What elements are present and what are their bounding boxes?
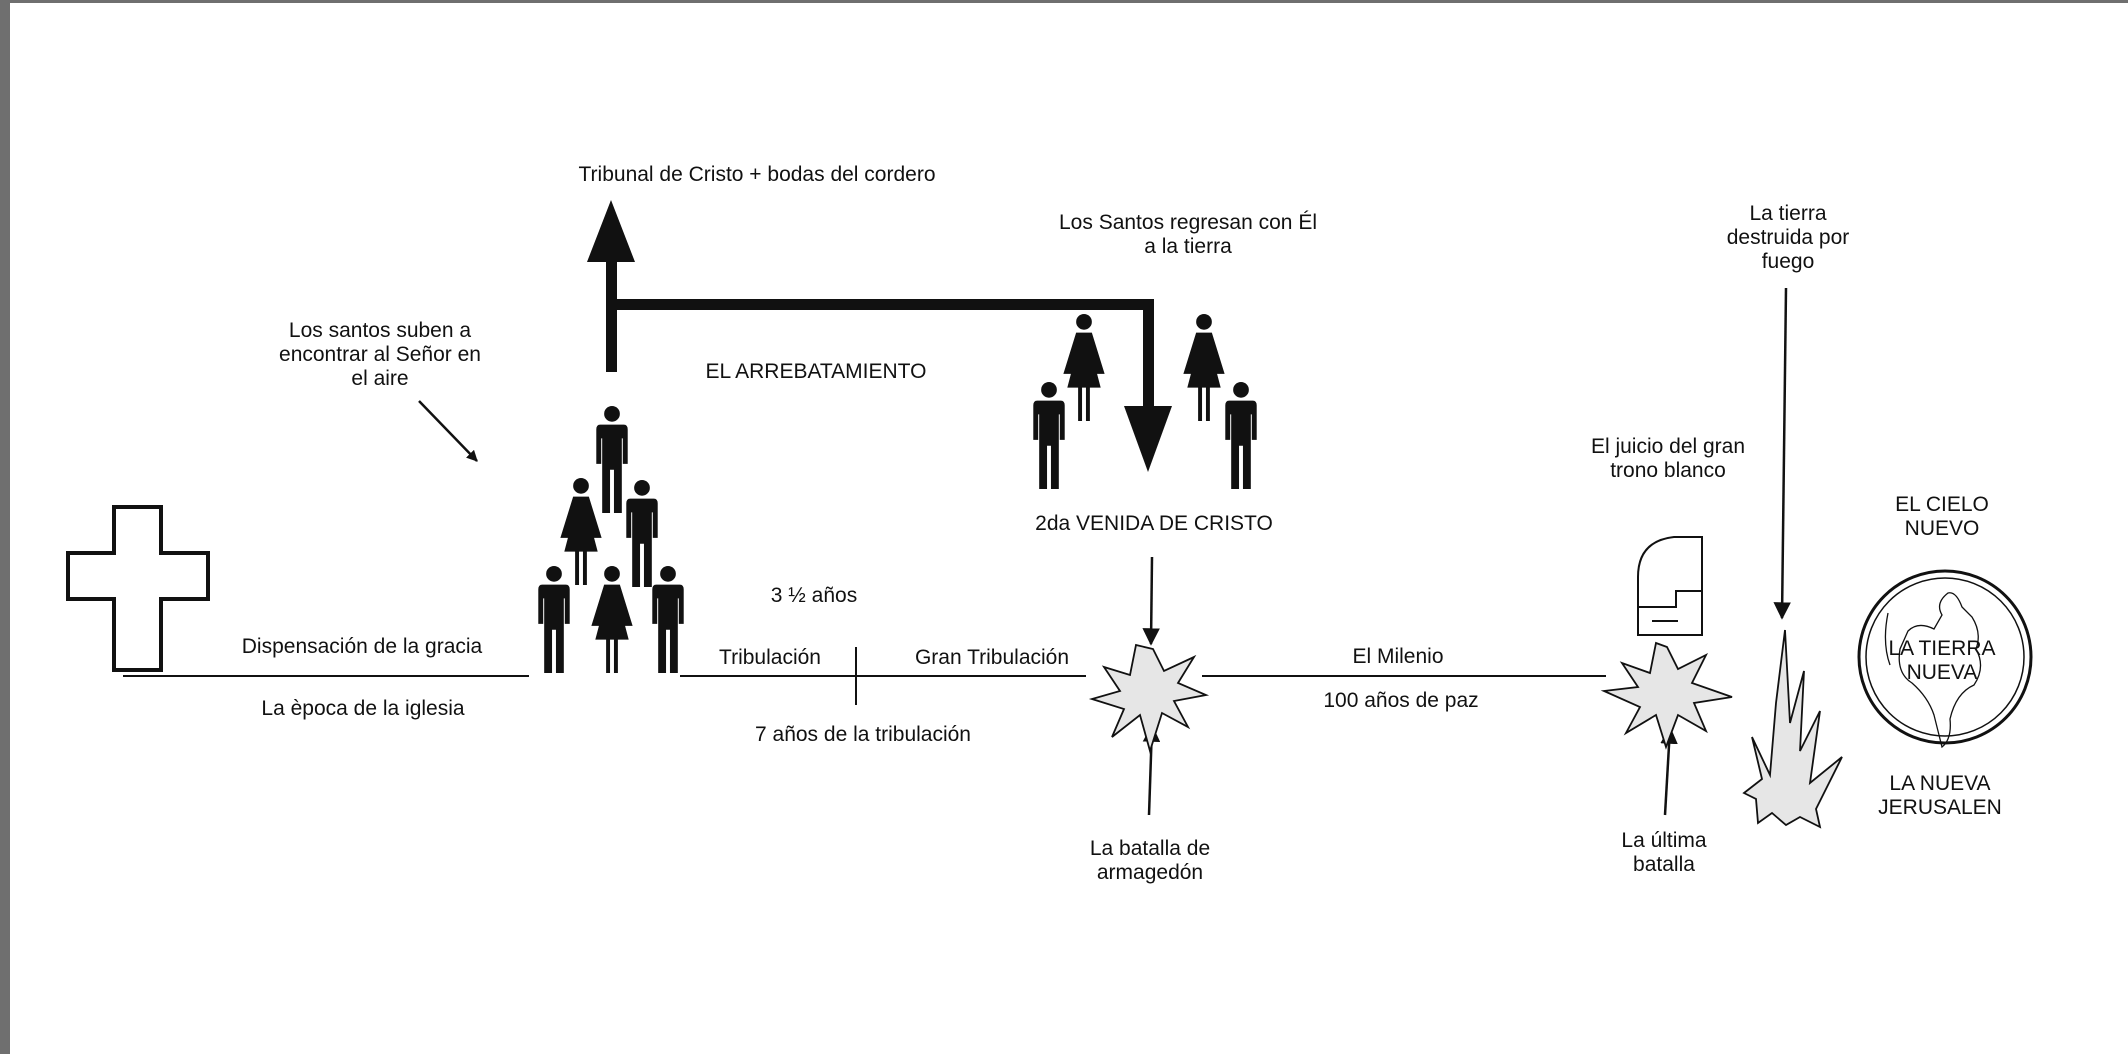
dispensacion-label: Dispensación de la gracia xyxy=(241,635,483,658)
earth-globe-icon xyxy=(1857,569,2033,749)
cien-anos-label: 100 años de paz xyxy=(1323,689,1479,712)
tribulacion-label: Tribulación xyxy=(719,646,821,669)
santos-suben-label: Los santos suben a encontrar al Señor en… xyxy=(279,319,481,390)
batalla-armagedon-label: La batalla de armagedón xyxy=(1089,837,1211,884)
diagram-page: Tribunal de Cristo + bodas del cordero L… xyxy=(10,3,2128,1054)
epoca-iglesia-label: La època de la iglesia xyxy=(261,697,465,720)
tribunal-label: Tribunal de Cristo + bodas del cordero xyxy=(578,163,936,186)
rapture-arrow xyxy=(587,200,1172,472)
santos-regresan-label: Los Santos regresan con Él a la tierra xyxy=(1059,211,1317,258)
last-battle-explosion-icon xyxy=(1600,641,1733,750)
people-group-icon xyxy=(538,405,684,673)
tres-anos-label: 3 ½ años xyxy=(770,584,858,607)
armageddon-explosion-icon xyxy=(1088,643,1210,755)
throne-icon xyxy=(1637,536,1703,636)
cross-icon xyxy=(66,505,210,672)
ultima-batalla-label: La última batalla xyxy=(1621,829,1707,876)
timeline-diagram xyxy=(66,200,2033,829)
timeline-line xyxy=(123,647,1606,705)
gran-tribulacion-label: Gran Tribulación xyxy=(914,646,1070,669)
tierra-nueva-label: LA TIERRA NUEVA xyxy=(1888,637,1996,684)
nueva-jerusalen-label: LA NUEVA JERUSALEN xyxy=(1878,772,2002,819)
arrebatamiento-label: EL ARREBATAMIENTO xyxy=(705,360,927,383)
juicio-trono-label: El juicio del gran trono blanco xyxy=(1590,435,1746,482)
siete-anos-label: 7 años de la tribulación xyxy=(755,723,971,746)
tierra-destruida-label: La tierra destruida por fuego xyxy=(1726,202,1850,273)
fire-icon xyxy=(1742,629,1843,829)
cielo-nuevo-label: EL CIELO NUEVO xyxy=(1895,493,1989,540)
segunda-venida-label: 2da VENIDA DE CRISTO xyxy=(1035,512,1273,535)
milenio-label: El Milenio xyxy=(1352,645,1444,668)
